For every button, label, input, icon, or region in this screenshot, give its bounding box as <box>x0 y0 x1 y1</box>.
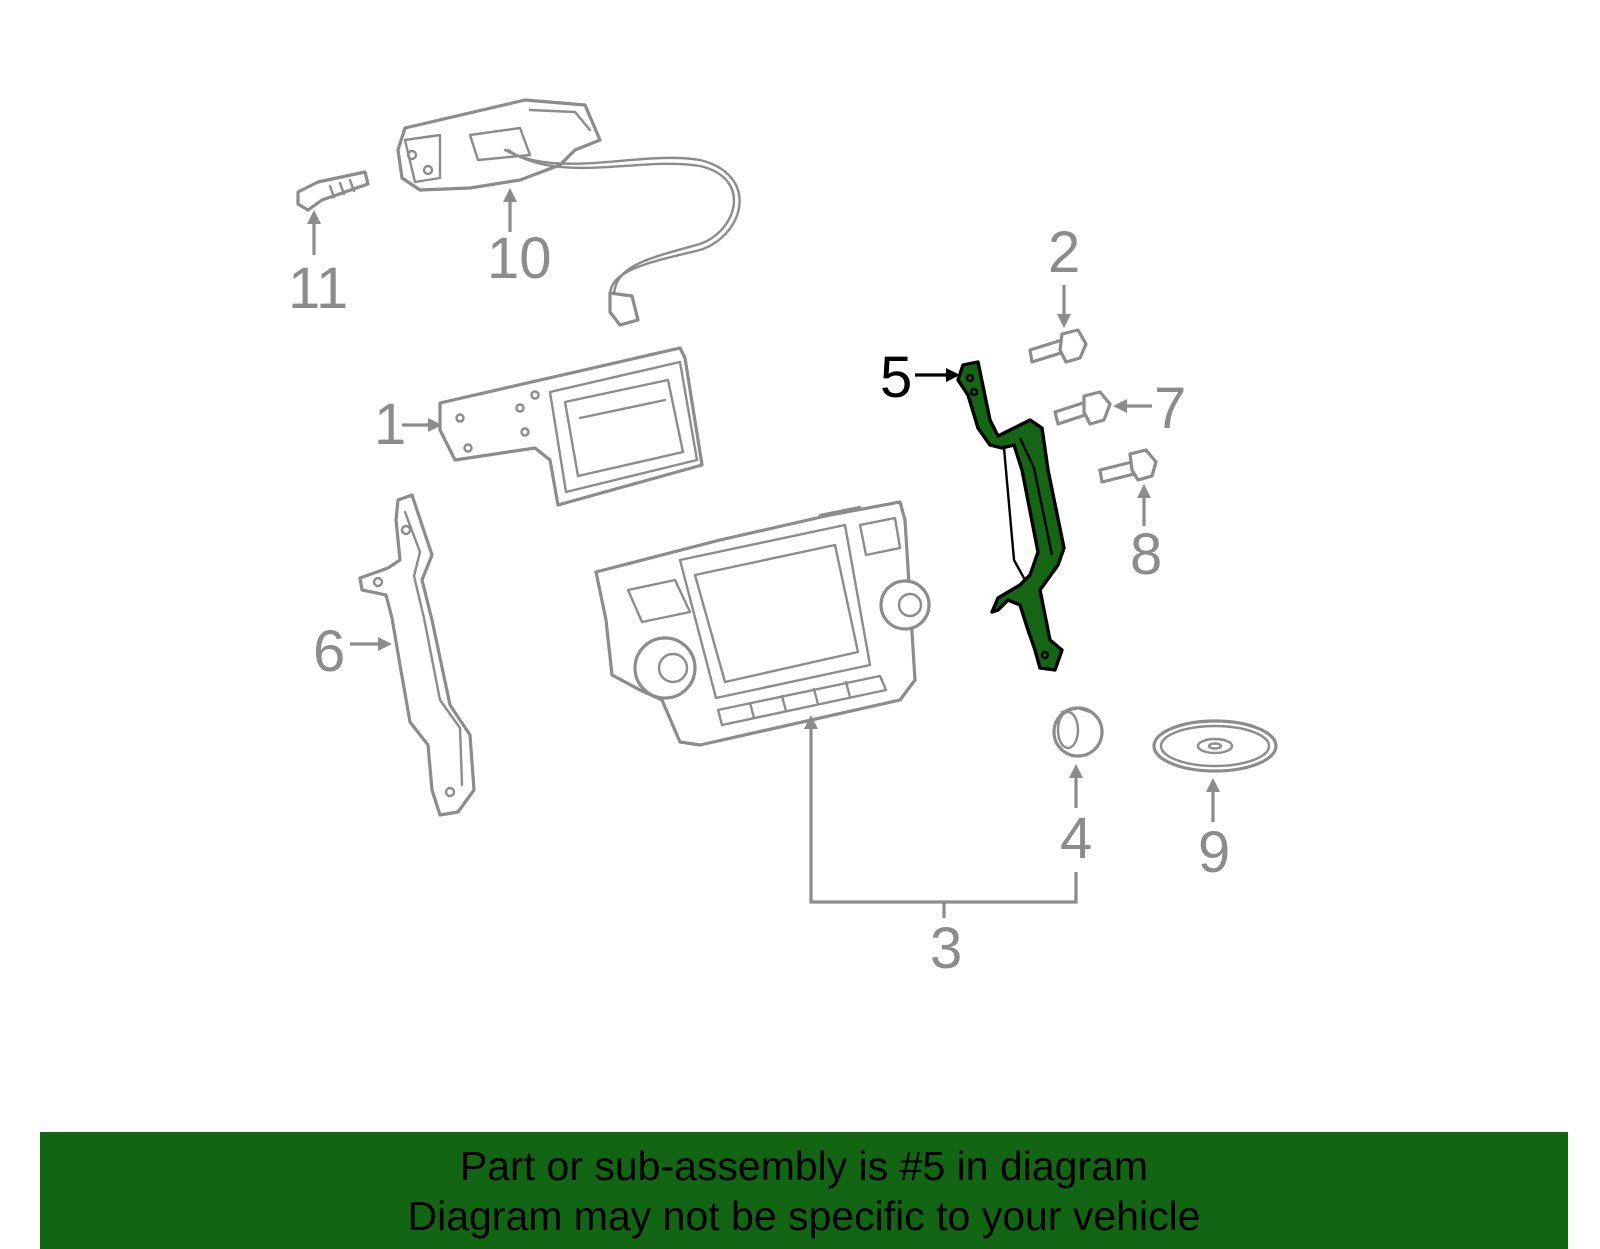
callout-5: 5 <box>880 345 912 410</box>
part-10-bracket-module <box>396 98 741 327</box>
callout-5-leader <box>915 368 960 382</box>
banner-line-disclaimer: Diagram may not be specific to your vehi… <box>407 1192 1201 1239</box>
part-8-bolt <box>1098 448 1158 484</box>
callout-9-leader <box>1206 778 1220 822</box>
callout-10-leader <box>503 188 517 232</box>
callout-4-leader <box>1069 764 1083 808</box>
callout-11: 11 <box>288 256 348 321</box>
callout-9: 9 <box>1198 820 1230 885</box>
callout-4: 4 <box>1060 806 1092 871</box>
callout-7-leader <box>1113 399 1152 413</box>
callout-1: 1 <box>374 392 406 457</box>
part-5-highlighted-bracket <box>956 360 1066 672</box>
part-2-bolt <box>1028 328 1088 364</box>
part-11-screw <box>296 170 370 212</box>
callout-1-leader <box>402 418 442 432</box>
part-9-disc <box>1152 719 1278 773</box>
callout-8: 8 <box>1130 522 1162 587</box>
callout-6: 6 <box>313 619 345 684</box>
callout-11-leader <box>307 210 321 255</box>
callout-10: 10 <box>487 226 552 291</box>
part-6-left-bracket <box>358 493 476 817</box>
part-4-knob <box>1052 706 1104 758</box>
callout-3: 3 <box>930 916 962 981</box>
callout-2: 2 <box>1048 220 1080 285</box>
callout-3-leader <box>804 715 1078 918</box>
callout-8-leader <box>1137 484 1151 526</box>
part-7-bolt <box>1053 390 1112 426</box>
callout-7: 7 <box>1154 376 1186 441</box>
callout-6-leader <box>350 637 392 651</box>
info-banner: Part or sub-assembly is #5 in diagram Di… <box>40 1132 1568 1249</box>
part-1-display-unit <box>438 346 704 507</box>
banner-line-part: Part or sub-assembly is #5 in diagram <box>459 1142 1149 1189</box>
callout-2-leader <box>1057 285 1071 328</box>
part-3-head-unit <box>594 500 931 747</box>
